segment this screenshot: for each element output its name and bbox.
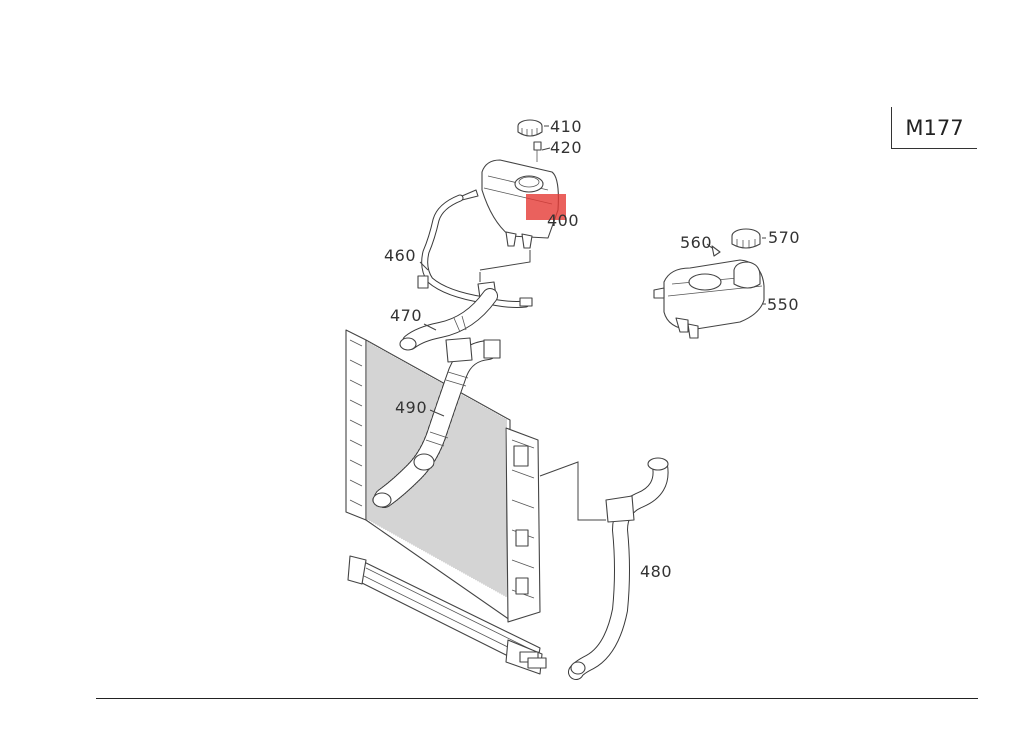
reservoir-dome — [688, 273, 722, 291]
callout-400[interactable]: 400 — [547, 211, 579, 230]
radiator-side-tank — [505, 427, 541, 623]
tank-filler-neck — [514, 175, 544, 193]
bottom-rule — [96, 698, 978, 699]
radiator — [345, 329, 547, 675]
hose-490-connector — [483, 339, 501, 359]
vent-hose-clip — [417, 275, 429, 289]
cap-570 — [731, 228, 761, 249]
tank-outlet-1 — [505, 231, 517, 247]
cap-410 — [517, 119, 543, 137]
aux-cooler-connector-2 — [527, 657, 547, 669]
model-code: M177 — [905, 115, 964, 140]
callout-490[interactable]: 490 — [395, 398, 427, 417]
reservoir-550 — [653, 259, 765, 339]
tank-side-port — [461, 189, 479, 201]
callout-410[interactable]: 410 — [550, 117, 582, 136]
callout-480[interactable]: 480 — [640, 562, 672, 581]
hose-490-junction — [445, 337, 473, 363]
hose-490 — [372, 337, 501, 508]
model-code-box: M177 — [891, 107, 977, 149]
vent-hose-end — [519, 297, 533, 307]
callout-570[interactable]: 570 — [768, 228, 800, 247]
reservoir-port-bottom-2 — [687, 323, 699, 339]
tank-fitting-mid — [515, 529, 529, 547]
radiator-left-frame — [345, 329, 367, 521]
reservoir-port-bottom-1 — [675, 317, 689, 333]
hose-480 — [568, 457, 669, 680]
aux-cooler-left-cap — [347, 555, 367, 585]
hose-470 — [399, 288, 498, 351]
highlight-marker — [526, 194, 566, 220]
callout-560[interactable]: 560 — [680, 233, 712, 252]
leader-lines — [419, 125, 766, 521]
tank-outlet-2 — [521, 233, 533, 249]
callout-460[interactable]: 460 — [384, 246, 416, 265]
callout-550[interactable]: 550 — [767, 295, 799, 314]
callout-420[interactable]: 420 — [550, 138, 582, 157]
callout-470[interactable]: 470 — [390, 306, 422, 325]
screw-420 — [533, 141, 542, 162]
clip-560 — [711, 245, 721, 257]
tank-fitting-lower — [515, 577, 529, 595]
tank-fitting-upper — [513, 445, 529, 467]
hose-480-coupling — [605, 495, 635, 523]
reservoir-filler — [733, 261, 761, 289]
reservoir-port-left — [653, 287, 665, 299]
